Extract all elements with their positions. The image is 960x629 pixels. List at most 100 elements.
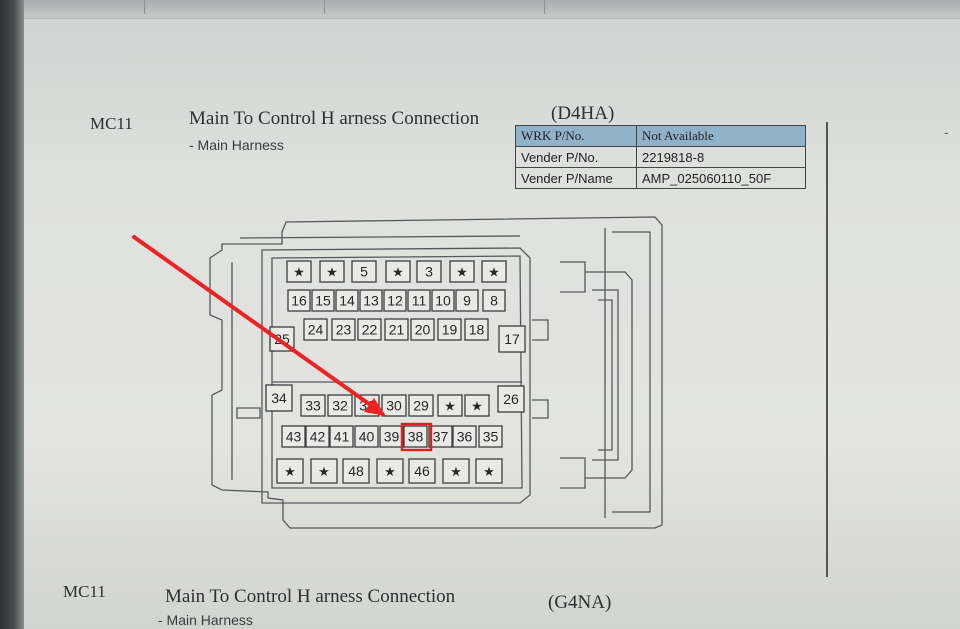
- pin-side-right-upper: 17: [498, 325, 526, 353]
- monitor-bezel: [0, 0, 24, 629]
- svg-text:9: 9: [463, 293, 471, 309]
- section1-code: MC11: [90, 114, 133, 133]
- svg-text:21: 21: [389, 322, 405, 338]
- pin-row1-5: ★: [449, 260, 475, 283]
- pin-row5-6: 37: [428, 425, 453, 448]
- svg-text:13: 13: [363, 293, 379, 309]
- pin-row2-7: 9: [455, 289, 479, 312]
- edge-mark: -: [944, 124, 949, 140]
- vender-pno-label: Vender P/No.: [515, 146, 637, 168]
- part-info-table: WRK P/No. Not Available Vender P/No. 221…: [515, 125, 806, 189]
- section1-title: Main To Control H arness Connection: [189, 108, 480, 129]
- svg-text:41: 41: [334, 429, 350, 445]
- vender-pno-value: 2219818-8: [636, 146, 806, 168]
- svg-text:34: 34: [271, 390, 287, 406]
- svg-text:★: ★: [326, 265, 338, 280]
- svg-text:42: 42: [310, 429, 326, 445]
- svg-text:★: ★: [444, 399, 456, 414]
- svg-text:★: ★: [318, 464, 330, 479]
- pin-row4-3: 30: [381, 394, 407, 417]
- red-arrow: [132, 235, 386, 416]
- wrk-pno-label: WRK P/No.: [515, 125, 637, 147]
- pin-row4-5: ★: [437, 394, 463, 417]
- svg-text:11: 11: [412, 293, 427, 309]
- pin-row5-5: 38: [403, 425, 428, 448]
- pin-row3-3: 21: [384, 318, 409, 341]
- svg-text:24: 24: [308, 322, 324, 338]
- svg-text:★: ★: [456, 265, 468, 280]
- highlight-box: [400, 422, 433, 452]
- vender-pname-value: AMP_025060110_50F: [636, 167, 806, 189]
- pin-row1-3: ★: [385, 260, 411, 283]
- svg-text:22: 22: [362, 322, 378, 338]
- pin-row2-1: 15: [311, 289, 335, 312]
- svg-text:12: 12: [387, 293, 403, 309]
- pin-row1-6: ★: [481, 260, 507, 283]
- pin-row2-3: 13: [359, 289, 383, 312]
- pin-row2-0: 16: [287, 289, 311, 312]
- pin-row5-4: 39: [379, 425, 404, 448]
- pin-row3-2: 22: [357, 318, 382, 341]
- pin-row5-2: 41: [329, 425, 354, 448]
- pin-row4-0: 33: [300, 394, 326, 417]
- pin-row6-6: ★: [475, 458, 503, 484]
- svg-text:32: 32: [332, 398, 348, 414]
- section2-code: MC11: [63, 582, 106, 601]
- pin-row5-8: 35: [478, 425, 503, 448]
- svg-text:10: 10: [435, 293, 451, 309]
- page-border: [826, 122, 828, 577]
- svg-text:35: 35: [483, 429, 499, 445]
- section2-title: Main To Control H arness Connection: [165, 586, 456, 607]
- pin-row5-0: 43: [281, 425, 306, 448]
- svg-text:★: ★: [483, 464, 495, 479]
- section1-subtitle: - Main Harness: [189, 137, 284, 153]
- pin-row2-8: 8: [482, 289, 506, 312]
- svg-text:20: 20: [415, 322, 431, 338]
- section2-subtitle: - Main Harness: [158, 612, 253, 628]
- pin-row2-6: 10: [431, 289, 455, 312]
- svg-text:19: 19: [442, 322, 458, 338]
- pin-row2-5: 11: [407, 289, 431, 312]
- svg-text:★: ★: [392, 265, 404, 280]
- svg-text:8: 8: [490, 293, 498, 309]
- pin-row5-7: 36: [452, 425, 477, 448]
- pin-row4-6: ★: [464, 394, 490, 417]
- svg-text:15: 15: [315, 293, 331, 309]
- pin-row4-4: 29: [408, 394, 434, 417]
- top-toolbar-strip: [24, 0, 960, 19]
- svg-text:40: 40: [359, 429, 375, 445]
- pin-row1-2: 5: [351, 260, 377, 283]
- pin-row1-1: ★: [319, 260, 345, 283]
- svg-text:★: ★: [471, 399, 483, 414]
- pin-row2-4: 12: [383, 289, 407, 312]
- svg-text:46: 46: [414, 463, 430, 479]
- svg-text:★: ★: [450, 464, 462, 479]
- svg-text:33: 33: [305, 398, 321, 414]
- pin-row4-1: 32: [327, 394, 353, 417]
- pin-side-right-lower: 26: [497, 385, 525, 413]
- pin-side-left-lower: 34: [265, 384, 293, 412]
- svg-text:3: 3: [425, 264, 433, 280]
- pin-row6-5: ★: [442, 458, 470, 484]
- svg-text:★: ★: [293, 265, 305, 280]
- svg-text:36: 36: [457, 429, 473, 445]
- wrk-pno-value: Not Available: [636, 125, 806, 147]
- svg-text:37: 37: [433, 429, 449, 445]
- pin-row6-1: ★: [310, 458, 338, 484]
- pin-row6-4: 46: [408, 458, 436, 484]
- pin-row3-4: 20: [410, 318, 435, 341]
- svg-text:5: 5: [360, 264, 368, 280]
- pin-row3-6: 18: [464, 318, 489, 341]
- pin-row5-3: 40: [354, 425, 379, 448]
- pin-row6-3: ★: [376, 458, 404, 484]
- pin-row3-0: 24: [303, 318, 328, 341]
- svg-text:38: 38: [408, 429, 424, 445]
- svg-text:26: 26: [503, 391, 519, 407]
- svg-text:48: 48: [348, 463, 364, 479]
- svg-text:14: 14: [339, 293, 355, 309]
- pin-row3-5: 19: [437, 318, 462, 341]
- svg-text:★: ★: [488, 265, 500, 280]
